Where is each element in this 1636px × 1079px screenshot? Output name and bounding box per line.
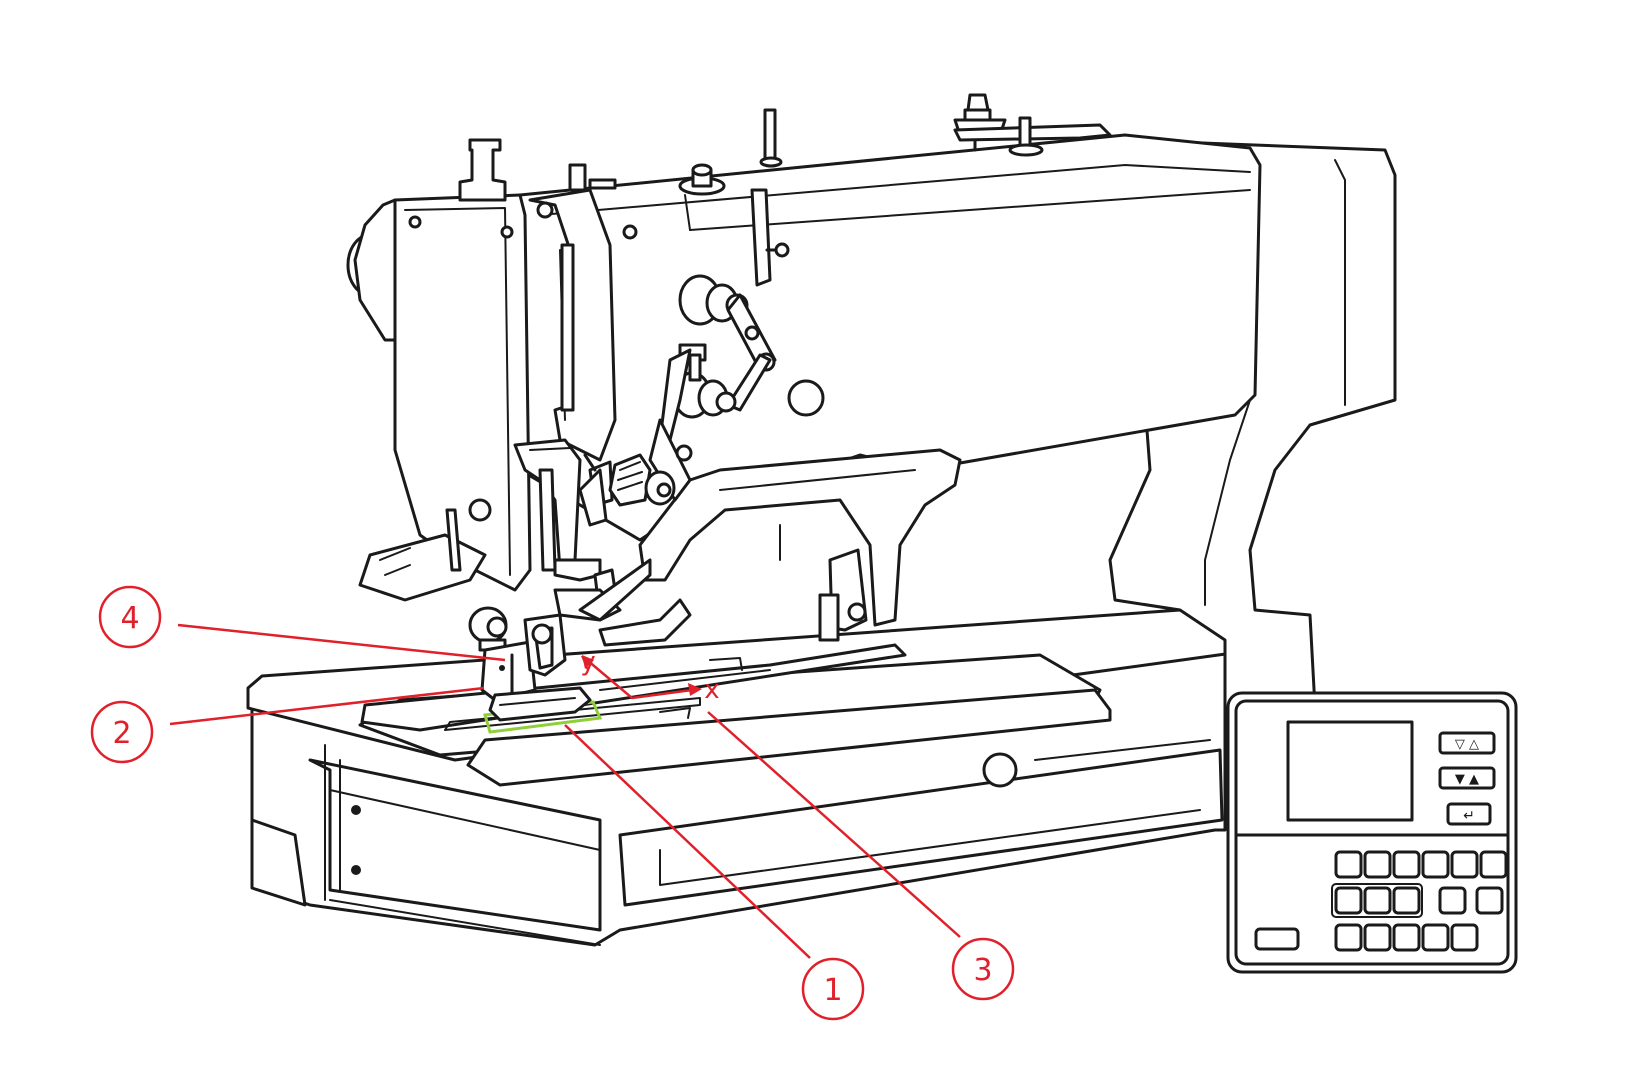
machine-head [346,138,638,602]
keypad-key[interactable] [1450,923,1479,952]
keypad-key[interactable] [1438,886,1467,915]
nav-down-button[interactable] [1438,766,1496,790]
keypad-key[interactable] [1363,923,1392,952]
thread-tension-assembly [578,93,1112,527]
enter-label: ↵ [1463,808,1475,824]
callout-2-leader [169,686,485,726]
keypad [1254,850,1508,952]
x-axis-label: x [704,675,719,705]
callout-2-circle [90,700,154,764]
callout-4-leader [177,623,506,662]
keypad-key[interactable] [1363,886,1392,915]
keypad-key[interactable] [1450,850,1479,879]
nav-down-label: ▼ ▲ [1455,772,1479,787]
keypad-key[interactable] [1363,850,1392,879]
keypad-key[interactable] [1421,923,1450,952]
machine-arm [393,133,1397,822]
nav-up-label: ▽ △ [1455,737,1479,752]
callout-3-leader [707,711,961,938]
keypad-key[interactable] [1334,850,1363,879]
keypad-key[interactable] [1479,850,1508,879]
y-axis-label: y [580,647,595,677]
callout-3-circle [951,937,1015,1001]
keypad-key-wide[interactable] [1254,927,1300,951]
callout-4-label: 4 [120,601,139,636]
keypad-key[interactable] [1421,850,1450,879]
callout-2-label: 2 [112,716,131,751]
lcd-screen [1286,720,1414,822]
callout-4-circle [98,585,162,649]
keypad-key[interactable] [1392,886,1421,915]
callout-1-leader [564,724,811,959]
control-panel: ▽ △ ▼ ▲ ↵ [1226,691,1518,974]
callout-1-label: 1 [823,973,842,1008]
keypad-key[interactable] [1475,886,1504,915]
axis-indicator: y x [580,647,719,705]
presser-foot-assembly [468,438,692,722]
keypad-key[interactable] [1392,850,1421,879]
callout-3-label: 3 [973,953,992,988]
keypad-key[interactable] [1334,886,1363,915]
enter-button[interactable] [1446,802,1492,826]
keypad-key[interactable] [1392,923,1421,952]
keypad-key[interactable] [1334,923,1363,952]
nav-up-button[interactable] [1438,731,1496,755]
callouts: 4 2 1 3 [90,585,1015,1021]
callout-1-circle [801,957,865,1021]
